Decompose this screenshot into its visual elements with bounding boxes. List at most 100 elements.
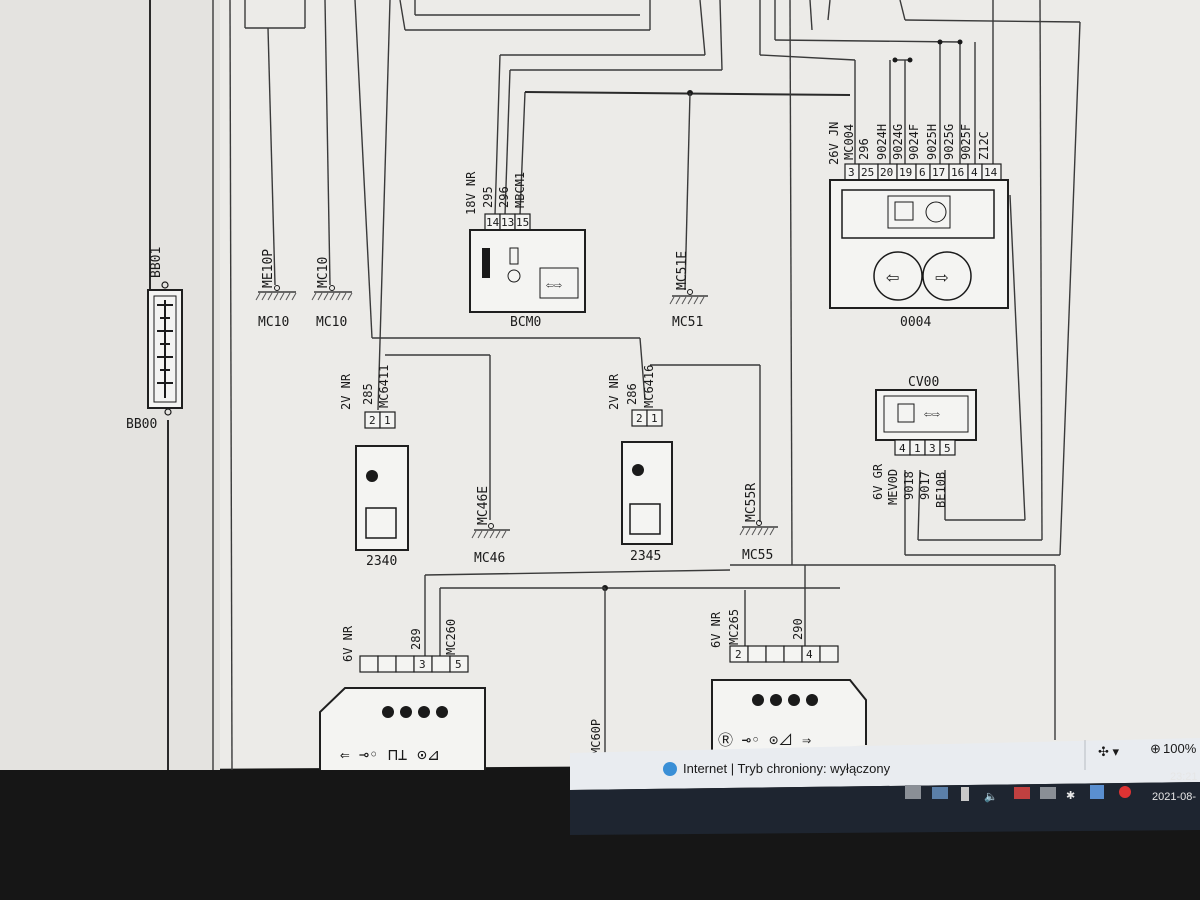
lamp-icon	[366, 470, 378, 482]
wiring	[149, 0, 1081, 771]
car-interior-icon	[365, 507, 397, 539]
swr-wire-1: 290	[791, 618, 805, 640]
bcm0-name: BCM0	[510, 315, 541, 330]
c2345-wire-1: MC6416	[642, 365, 656, 408]
device-icon[interactable]	[1040, 787, 1056, 799]
m0004-pin-6: 16	[951, 166, 964, 179]
svg-text:Ⓡ ⊸◦ ⊙⊿ ⇒: Ⓡ ⊸◦ ⊙⊿ ⇒	[718, 731, 811, 749]
cv00-pin-1: 1	[914, 442, 921, 455]
bcm0-wire-mbcm1: MBCM1	[513, 172, 527, 208]
zoom-icon: ⊕	[1150, 741, 1161, 756]
left-arrow-icon	[873, 251, 923, 301]
c2345-pin-1: 1	[651, 412, 658, 425]
module-0004: 26V JN MC004 296 9024H 9024G 9024F 9025H…	[827, 122, 1009, 330]
volume-icon[interactable]: 🔈	[984, 791, 998, 803]
bcm0-arrows-icon: ⇦⇨	[546, 278, 562, 293]
cv00-wire-1: 9018	[902, 471, 916, 500]
cv00-wire-2: 9017	[918, 471, 932, 500]
tray-icons: 🔈 ✱	[905, 785, 1131, 803]
clock-date[interactable]: 2021-08-	[1152, 791, 1196, 803]
connector-2345: 2V NR 286 MC6416 2 1 2345	[607, 365, 673, 564]
m0004-wire-3: 9024G	[891, 124, 905, 160]
m0004-name: 0004	[900, 315, 931, 330]
m0004-wire-6: 9025G	[942, 124, 956, 160]
ground-me10p: ME10P MC10	[255, 249, 297, 330]
m0004-spec: 26V JN	[827, 122, 841, 165]
car-interior-icon	[629, 503, 661, 535]
network-icon[interactable]	[932, 787, 948, 799]
swr-wire-0: MC265	[727, 609, 741, 645]
label-mc60p: MC60P	[589, 719, 603, 755]
m0004-wire-5: 9025H	[925, 124, 939, 160]
label-bb01: BB01	[149, 247, 164, 278]
clock-time[interactable]: 23:21	[1170, 771, 1198, 783]
label-mc46e: MC46E	[476, 486, 491, 525]
battery-icon[interactable]	[961, 787, 969, 801]
c2340-pin-0: 2	[369, 414, 376, 427]
m0004-wire-2: 9024H	[875, 124, 889, 160]
bcm0-pin-13: 13	[501, 216, 514, 229]
taskbar: 🔈 ✱ 23:21 2021-08-	[570, 771, 1200, 835]
cv00-spec: 6V GR	[871, 463, 885, 500]
label-mc55: MC55	[742, 548, 773, 563]
switch-left: 6V NR 289 MC260 3 5 ⇐ ⊸◦ ⊓⊥ ⊙⊿	[319, 619, 486, 770]
cv00-pin-2: 3	[929, 442, 936, 455]
label-mc10: MC10	[316, 257, 331, 288]
app-tray-icon[interactable]	[1090, 785, 1104, 799]
cv00-pin-0: 4	[899, 442, 906, 455]
m0004-pin-2: 20	[880, 166, 893, 179]
swl-wire-0: 289	[409, 628, 423, 650]
c2340-name: 2340	[366, 554, 397, 569]
label-mc51: MC51	[672, 315, 703, 330]
ground-mc10: MC10 MC10	[311, 257, 353, 330]
svg-text:⇐ ⊸◦ ⊓⊥ ⊙⊿: ⇐ ⊸◦ ⊓⊥ ⊙⊿	[340, 745, 440, 764]
ground-mc51: MC51E MC51	[669, 251, 708, 330]
c2345-name: 2345	[630, 549, 661, 564]
m0004-pin-8: 14	[984, 166, 998, 179]
bcm0-pin-14: 14	[486, 216, 500, 229]
c2345-wire-0: 286	[625, 383, 639, 405]
security-icon[interactable]: ✣ ▾	[1098, 744, 1120, 759]
m0004-pin-5: 17	[932, 166, 945, 179]
cv00-pin-3: 5	[944, 442, 951, 455]
label-mc55r: MC55R	[744, 483, 759, 522]
c2345-pin-0: 2	[636, 412, 643, 425]
label-me10p: ME10P	[261, 249, 276, 288]
browser-status-bar: Internet | Tryb chroniony: wyłączony ✣ ▾…	[570, 738, 1200, 790]
c2340-wire-0: 285	[361, 383, 375, 405]
bluetooth-icon[interactable]: ✱	[1066, 790, 1075, 802]
m0004-wire-4: 9024F	[907, 124, 921, 160]
label-mc46: MC46	[474, 551, 505, 566]
swl-wire-1: MC260	[444, 619, 458, 655]
svg-text:⇦: ⇦	[886, 265, 899, 290]
swl-pin-5: 5	[455, 658, 462, 671]
connector-2340: 2V NR 285 MC6411 2 1 2340	[339, 365, 409, 569]
swr-pin-4: 4	[806, 648, 813, 661]
cv00-wire-0: MEV0D	[886, 469, 900, 505]
swr-spec: 6V NR	[709, 611, 723, 648]
c2345-spec: 2V NR	[607, 373, 621, 410]
label-bb00: BB00	[126, 417, 157, 432]
action-center-icon[interactable]	[905, 785, 921, 799]
label-mc10-gnd1: MC10	[258, 315, 289, 330]
m0004-pin-3: 19	[899, 166, 912, 179]
m0004-wire-0: MC004	[842, 124, 856, 160]
m0004-wire-1: 296	[857, 138, 871, 160]
status-text: Internet | Tryb chroniony: wyłączony	[683, 761, 891, 776]
switch-right: 6V NR MC265 290 2 4 Ⓡ ⊸◦ ⊙⊿ ⇒	[709, 609, 867, 760]
lamp-icon	[632, 464, 644, 476]
bcm0-spec: 18V NR	[464, 171, 478, 215]
ground-mc46: MC46E MC46	[471, 486, 510, 566]
connector-bcm0: 18V NR 295 296 MBCM1 14 13 15 ⇦⇨ BCM0	[464, 171, 586, 330]
label-mc51e: MC51E	[675, 251, 690, 290]
m0004-pin-1: 25	[861, 166, 874, 179]
c2340-spec: 2V NR	[339, 373, 353, 410]
globe-icon	[663, 762, 677, 776]
alert-icon[interactable]	[1119, 786, 1131, 798]
ground-mc55: MC55R MC55	[739, 483, 778, 563]
swl-spec: 6V NR	[341, 625, 355, 662]
display-icon[interactable]	[1014, 787, 1030, 799]
connector-cv00: CV00 ⇦⇨ 4 1 3 5 6V GR MEV0D 9018 9017 BE…	[871, 375, 977, 508]
zoom-level[interactable]: 100%	[1163, 741, 1197, 756]
bcm0-wire-295: 295	[481, 186, 495, 208]
